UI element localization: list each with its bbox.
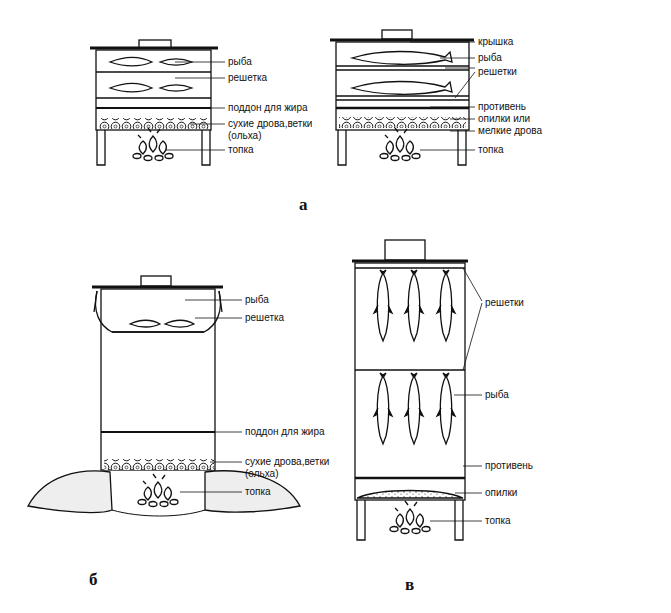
panel-letter: в [405,576,414,594]
part-label: поддон для жира [245,426,325,438]
part-label: сухие дрова,ветки (ольха) [228,118,320,142]
part-label: противень [478,101,526,113]
panel-letter: б [89,571,98,589]
part-label: рыба [245,294,269,306]
part-label: топка [478,144,504,156]
part-label: поддон для жира [228,102,308,114]
part-label: сухие дрова,ветки (ольха) [245,456,337,480]
panel-letter: а [299,196,308,214]
part-label: топка [485,515,511,527]
part-label: рыба [228,56,252,68]
part-label: противень [485,460,533,472]
part-label: топка [245,486,271,498]
part-label: решетка [228,72,267,84]
part-label: рыба [478,52,502,64]
part-label: крышка [478,36,513,48]
part-label: опилки или [478,113,530,125]
part-label: мелкие дрова [478,125,542,137]
part-label: топка [228,144,254,156]
part-label: решетки [478,66,517,78]
part-label: рыба [485,389,509,401]
part-label: решетки [485,297,524,309]
part-label: опилки [485,487,517,499]
part-label: решетка [245,312,284,324]
